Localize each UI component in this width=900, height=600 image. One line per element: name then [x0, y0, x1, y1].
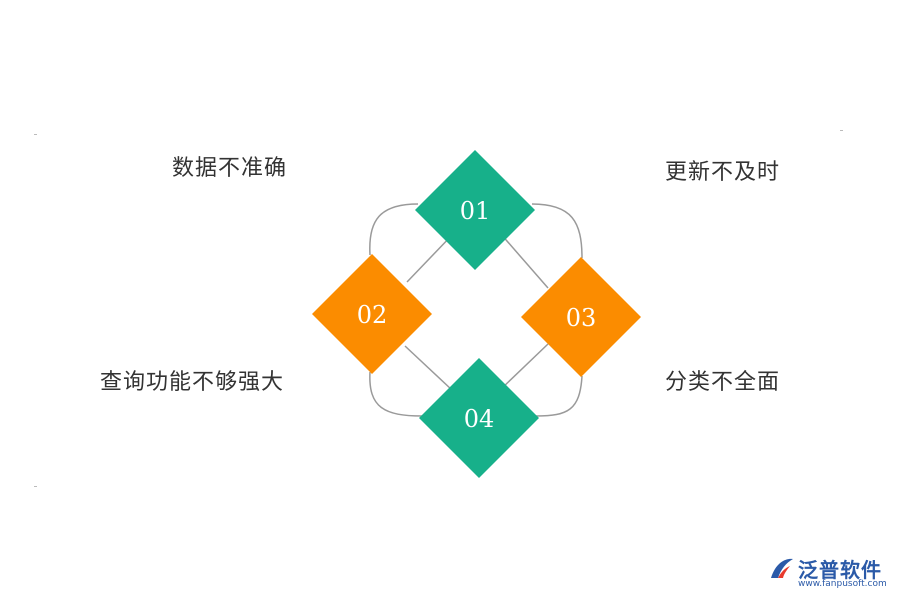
diamond-01: 01: [415, 150, 535, 270]
diamond-01-shape: [415, 150, 535, 270]
corner-mark: [34, 486, 37, 487]
connector-inner-1-3: [499, 232, 549, 289]
connector-3-4: [535, 375, 583, 417]
label-classification-incomplete: 分类不全面: [665, 370, 781, 395]
label-data-inaccurate: 数据不准确: [172, 156, 288, 181]
diamond-03: 03: [521, 257, 641, 377]
diamond-03-shape: [521, 257, 641, 377]
diamond-04: 04: [419, 358, 539, 478]
diamond-02: 02: [312, 254, 432, 374]
corner-mark: [34, 134, 37, 135]
diamond-04-shape: [419, 358, 539, 478]
connector-inner-2-4: [404, 345, 453, 391]
diamond-04-number: 04: [464, 405, 495, 433]
connector-2-4: [369, 371, 423, 417]
connector-1-3: [531, 203, 583, 259]
connector-lines: [369, 203, 583, 417]
connector-inner-1-2: [406, 232, 455, 283]
corner-mark: [840, 130, 843, 131]
logo-name: 泛普软件: [798, 558, 882, 582]
diamond-02-number: 02: [357, 301, 388, 329]
label-query-weak: 查询功能不够强大: [100, 370, 285, 395]
diamond-02-shape: [312, 254, 432, 374]
diamond-03-number: 03: [566, 304, 597, 332]
label-update-delayed: 更新不及时: [665, 160, 781, 185]
diamond-01-number: 01: [460, 197, 491, 225]
logo-url: www.fanpusoft.com: [798, 579, 887, 589]
brand-logo: 泛普软件 www.fanpusoft.com: [768, 554, 892, 594]
connector-1-2: [369, 203, 419, 256]
connector-inner-3-4: [499, 343, 549, 391]
logo-mark-icon: [771, 558, 793, 578]
